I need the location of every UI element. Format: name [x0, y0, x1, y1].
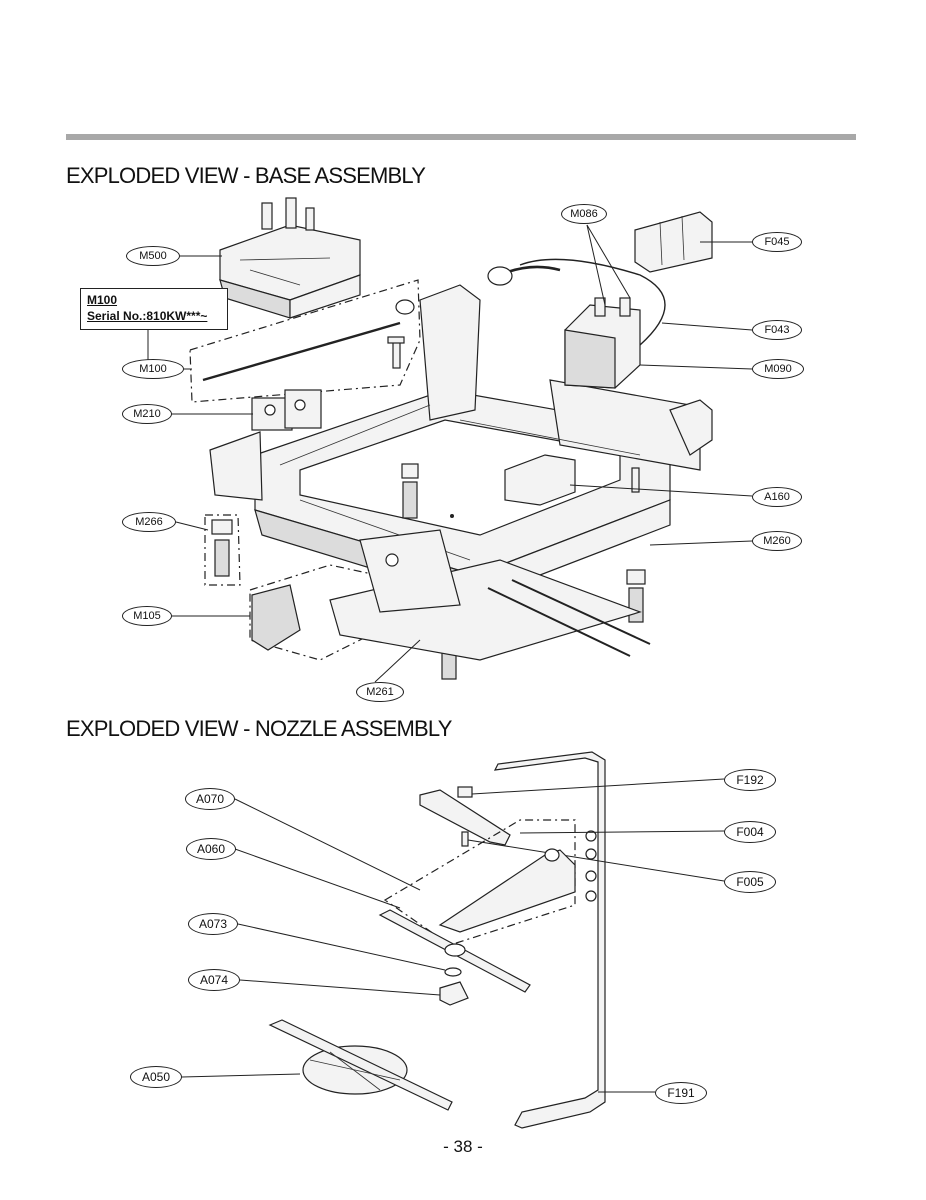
callout-a073: A073	[188, 913, 238, 935]
callout-m086: M086	[561, 204, 607, 224]
part-f191	[493, 751, 606, 1129]
part-m500	[219, 197, 361, 319]
note-line-serial: Serial No.:810KW***~	[87, 309, 208, 323]
callout-a050: A050	[130, 1066, 182, 1088]
part-a050	[268, 1019, 453, 1111]
callout-f004: F004	[724, 821, 776, 843]
callout-f005: F005	[724, 871, 776, 893]
callout-m500: M500	[126, 246, 180, 266]
callout-m100: M100	[122, 359, 184, 379]
callout-m261: M261	[356, 682, 404, 702]
part-f045	[634, 211, 713, 273]
callout-m266: M266	[122, 512, 176, 532]
callout-f043: F043	[752, 320, 802, 340]
part-m210	[251, 389, 322, 431]
callout-a160: A160	[752, 487, 802, 507]
title-base-assembly: EXPLODED VIEW - BASE ASSEMBLY	[66, 163, 426, 188]
part-a060	[378, 909, 531, 993]
callout-f191: F191	[655, 1082, 707, 1104]
callout-f192: F192	[724, 769, 776, 791]
callout-m210: M210	[122, 404, 172, 424]
callout-m090: M090	[752, 359, 804, 379]
header-rule	[66, 134, 856, 140]
callout-a074: A074	[188, 969, 240, 991]
serial-note-box: M100 Serial No.:810KW***~	[80, 288, 228, 330]
callout-m260: M260	[752, 531, 802, 551]
part-a160	[504, 454, 640, 506]
note-line-model: M100	[87, 293, 118, 307]
page-number: - 38 -	[443, 1137, 483, 1156]
part-m090	[564, 297, 641, 389]
callout-a060: A060	[186, 838, 236, 860]
callout-f045: F045	[752, 232, 802, 252]
callout-m105: M105	[122, 606, 172, 626]
title-nozzle-assembly: EXPLODED VIEW - NOZZLE ASSEMBLY	[66, 716, 452, 741]
callout-a070: A070	[185, 788, 235, 810]
